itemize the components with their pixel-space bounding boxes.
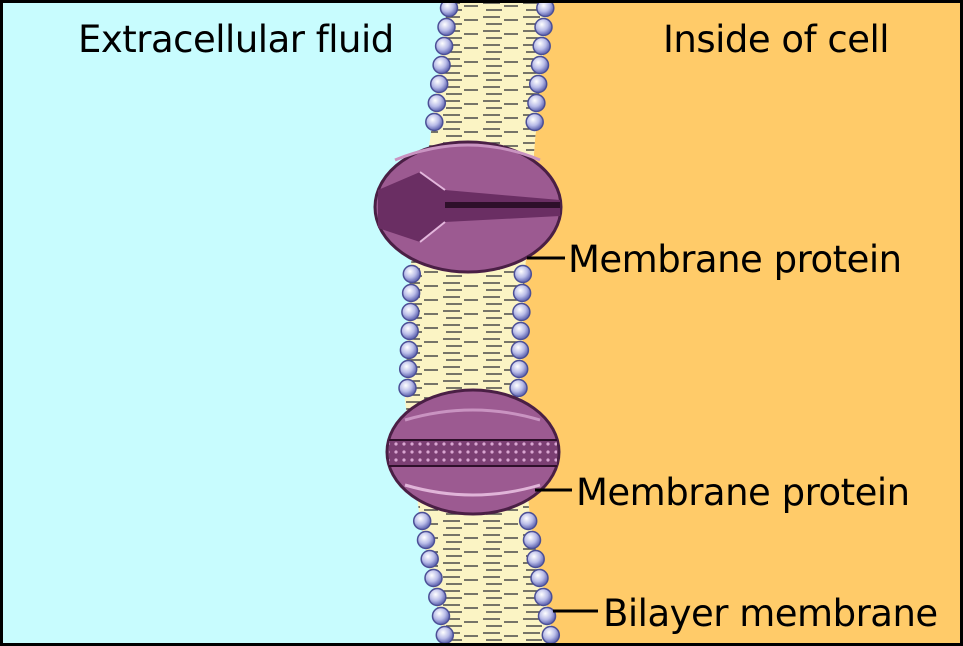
phospholipid-head bbox=[403, 285, 420, 302]
phospholipid-head bbox=[421, 551, 438, 568]
phospholipid-head bbox=[533, 38, 550, 55]
phospholipid-head bbox=[514, 285, 531, 302]
phospholipid-head bbox=[401, 323, 418, 340]
membrane-protein-pore bbox=[387, 390, 559, 514]
phospholipid-head bbox=[399, 380, 416, 397]
bilayer-membrane-label: Bilayer membrane bbox=[603, 592, 938, 635]
phospholipid-head bbox=[524, 532, 541, 549]
phospholipid-head bbox=[527, 551, 544, 568]
phospholipid-head bbox=[428, 95, 445, 112]
phospholipid-head bbox=[528, 95, 545, 112]
phospholipid-head bbox=[512, 323, 529, 340]
cytoplasm-region bbox=[520, 0, 963, 646]
phospholipid-head bbox=[535, 589, 552, 606]
membrane-protein-channel bbox=[375, 142, 561, 272]
phospholipid-head bbox=[511, 361, 528, 378]
phospholipid-head bbox=[532, 57, 549, 74]
inside-of-cell-label: Inside of cell bbox=[663, 18, 889, 61]
phospholipid-head bbox=[433, 608, 450, 625]
phospholipid-head bbox=[526, 114, 543, 131]
phospholipid-head bbox=[513, 304, 530, 321]
extracellular-region bbox=[0, 0, 448, 646]
phospholipid-head bbox=[436, 38, 453, 55]
phospholipid-head bbox=[402, 304, 419, 321]
phospholipid-head bbox=[514, 266, 531, 283]
phospholipid-head bbox=[431, 76, 448, 93]
phospholipid-head bbox=[429, 589, 446, 606]
phospholipid-head bbox=[425, 570, 442, 587]
phospholipid-head bbox=[400, 342, 417, 359]
phospholipid-head bbox=[531, 570, 548, 587]
phospholipid-head bbox=[535, 19, 552, 36]
phospholipid-head bbox=[542, 627, 559, 644]
membrane-protein-label-bottom: Membrane protein bbox=[576, 471, 910, 514]
phospholipid-head bbox=[400, 361, 417, 378]
phospholipid-head bbox=[438, 19, 455, 36]
phospholipid-head bbox=[403, 266, 420, 283]
phospholipid-head bbox=[539, 608, 556, 625]
phospholipid-head bbox=[520, 513, 537, 530]
phospholipid-head bbox=[433, 57, 450, 74]
phospholipid-head bbox=[511, 342, 528, 359]
extracellular-fluid-label: Extracellular fluid bbox=[78, 18, 394, 61]
phospholipid-head bbox=[426, 114, 443, 131]
phospholipid-head bbox=[418, 532, 435, 549]
phospholipid-head bbox=[414, 513, 431, 530]
phospholipid-head bbox=[530, 76, 547, 93]
phospholipid-head bbox=[436, 627, 453, 644]
membrane-protein-label-top: Membrane protein bbox=[568, 238, 902, 281]
phospholipid-head bbox=[510, 380, 527, 397]
